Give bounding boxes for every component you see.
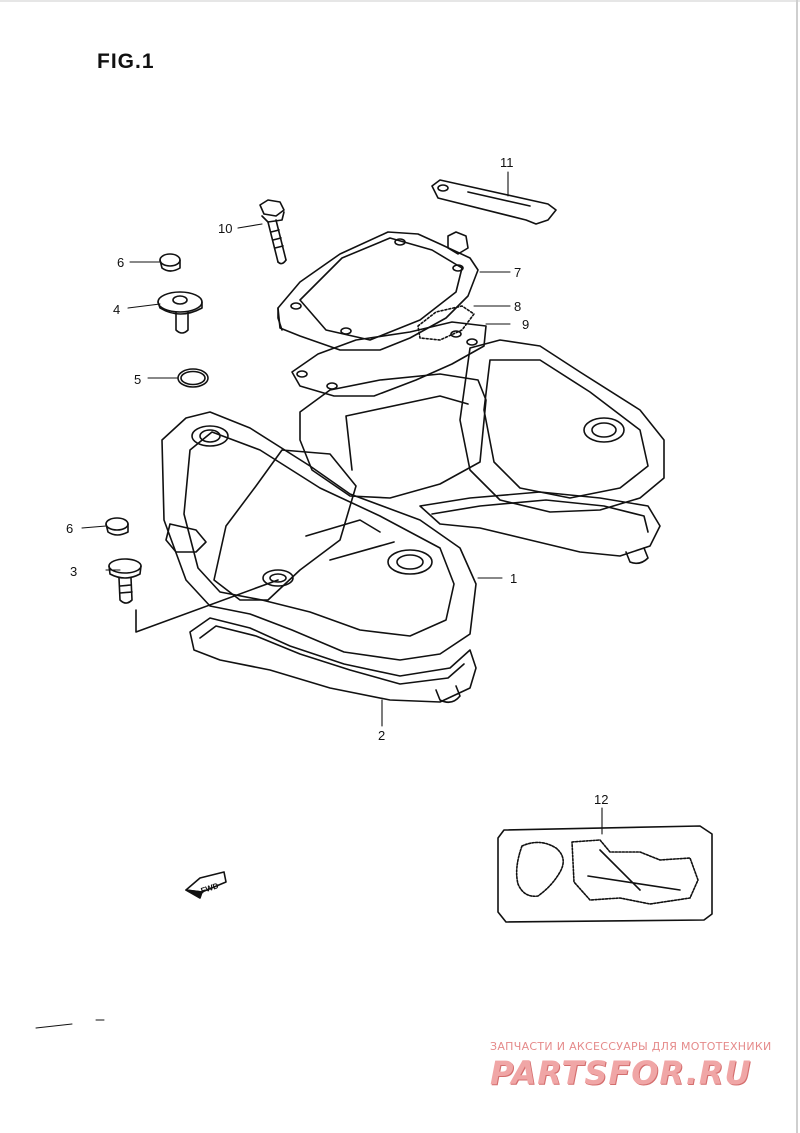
callout-5: 5	[134, 372, 141, 387]
fwd-direction-arrow	[185, 871, 227, 899]
part-6-cap-upper[interactable]	[159, 253, 181, 272]
part-11-breather-plate[interactable]	[431, 179, 557, 225]
callout-8: 8	[514, 299, 521, 314]
page-border-right	[796, 0, 798, 1133]
callout-6-upper: 6	[117, 255, 124, 270]
part-1-cylinder-head-cover[interactable]	[161, 339, 665, 661]
part-9-gasket[interactable]	[291, 321, 487, 397]
callout-10: 10	[218, 221, 232, 236]
callout-leader-lines	[81, 171, 603, 835]
part-7-breather-cover[interactable]	[277, 231, 479, 351]
scan-mark	[35, 1019, 105, 1029]
part-4-washer-bolt[interactable]	[157, 291, 203, 334]
callout-2: 2	[378, 728, 385, 743]
callout-3: 3	[70, 564, 77, 579]
part-12-gasket-set[interactable]	[497, 825, 713, 923]
figure-title: FIG.1	[97, 50, 155, 73]
callout-1: 1	[510, 571, 517, 586]
callout-7: 7	[514, 265, 521, 280]
part-3-leader-line	[135, 579, 279, 633]
part-3-bolt[interactable]	[108, 558, 142, 604]
page-border-top	[0, 0, 800, 2]
part-2-cover-gasket[interactable]	[165, 491, 661, 704]
part-10-bolt[interactable]	[259, 199, 287, 265]
callout-9: 9	[522, 317, 529, 332]
part-8-filter-element[interactable]	[417, 305, 475, 341]
part-5-o-ring[interactable]	[177, 368, 209, 388]
part-6-cap-lower[interactable]	[105, 517, 129, 536]
callout-11: 11	[500, 155, 514, 170]
callout-4: 4	[113, 302, 120, 317]
callout-6-lower: 6	[66, 521, 73, 536]
callout-12: 12	[594, 792, 608, 807]
watermark-logo[interactable]: PARTSFOR.RU	[490, 1054, 752, 1092]
watermark-tagline: ЗАПЧАСТИ И АКСЕССУАРЫ ДЛЯ МОТОТЕХНИКИ	[490, 1040, 772, 1053]
